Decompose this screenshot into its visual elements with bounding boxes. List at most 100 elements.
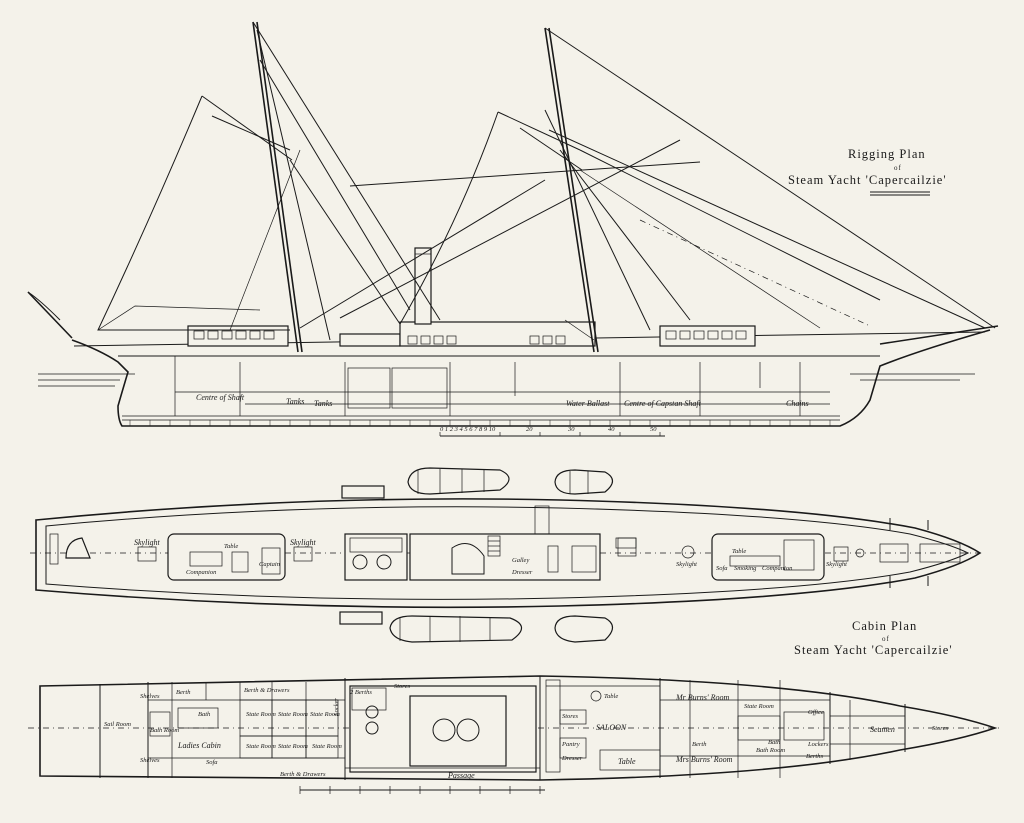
skylight-fwd-circle — [681, 545, 695, 559]
fore-mast — [544, 27, 595, 353]
funnel — [414, 247, 432, 325]
cabin-state-5: State Room — [278, 743, 308, 750]
rigging-scale: 0 1 2 3 4 5 6 7 8 9 10 20 30 40 50 — [439, 426, 665, 437]
rigging-title-3: Steam Yacht 'Capercailzie' — [788, 173, 947, 187]
deck-table-1: Table — [224, 543, 238, 550]
rigging-title-2: of — [894, 164, 902, 172]
rig-scale-20: 20 — [526, 426, 533, 433]
boat-bottom-2 — [554, 615, 614, 643]
cabin-state-4: State Room — [246, 743, 276, 750]
cabin-pantry: Pantry — [561, 741, 580, 748]
boat-top-1 — [407, 467, 510, 495]
fwd-deckhouse — [659, 325, 756, 347]
bridge-deck — [409, 533, 601, 581]
cabin-berth-a: Berth — [176, 689, 190, 696]
label-chains: Chains — [786, 399, 809, 408]
boat-top-2 — [554, 469, 614, 495]
rig-scale-0: 0 1 2 3 4 5 6 7 8 9 10 — [440, 426, 496, 433]
cabin-shelves-top: Shelves — [140, 693, 160, 700]
cabin-2-berths: 2 Berths — [350, 689, 372, 696]
cabin-title-2: of — [882, 635, 890, 643]
mid-deckhouse — [339, 333, 401, 347]
deck-sofa: Sofa — [716, 565, 728, 572]
aft-companion-house — [167, 533, 286, 581]
cabin-bath-a: Bath — [198, 711, 210, 718]
deck-captain: Captain — [259, 561, 280, 568]
cabin-ladies: Ladies Cabin — [177, 741, 221, 750]
cabin-stores-3: Stores — [932, 725, 948, 732]
bowsprit — [879, 325, 999, 345]
deck-table-2: Table — [732, 548, 746, 555]
cabin-office: Office — [808, 709, 824, 716]
deck-skylight-1: Skylight — [134, 538, 161, 547]
main-sail — [97, 95, 290, 331]
cabin-bath-room-a: Bath Room — [150, 727, 179, 734]
deck-companion-1: Companion — [186, 569, 216, 576]
hull-profile — [71, 329, 991, 427]
keel-hatching — [129, 420, 831, 426]
headstay-outer — [544, 27, 996, 329]
rigging-title-1: Rigging Plan — [848, 147, 926, 161]
rig-scale-40: 40 — [608, 426, 615, 433]
main-mast — [252, 21, 299, 353]
rigging-plan: Centre of Shaft Tanks Tanks Water Ballas… — [27, 21, 999, 437]
cabin-berth-drawers-2: Berth & Drawers — [280, 771, 326, 778]
cabin-title-1: Cabin Plan — [852, 619, 917, 633]
deck-plan: Skylight Table Companion Captain Skyligh… — [30, 467, 985, 657]
cabin-shelves-bottom: Shelves — [140, 757, 160, 764]
cabin-mrs-burns: Mrs Burns' Room — [675, 755, 733, 764]
cabin-sail-room: Sail Room — [104, 721, 131, 728]
stern-davit — [27, 291, 73, 339]
label-tanks-1: Tanks — [286, 397, 304, 406]
cabin-locker: Locker — [333, 697, 340, 717]
cabin-plan: Sail Room Shelves Shelves Berth Bath Roo… — [28, 675, 1000, 794]
cabin-table-1: Table — [604, 693, 618, 700]
label-centre-of-shaft: Centre of Shaft — [196, 393, 245, 402]
cabin-saloon: SALOON — [596, 723, 627, 732]
deck-skylight-3: Skylight — [676, 561, 697, 568]
cabin-state-6: State Room — [312, 743, 342, 750]
rig-scale-30: 30 — [567, 426, 575, 433]
boat-bottom-1 — [389, 615, 523, 643]
cabin-scale — [299, 786, 545, 794]
cabin-state-1: State Room — [246, 711, 276, 718]
cabin-passage: Passage — [447, 771, 475, 780]
deck-box-top — [341, 485, 385, 499]
label-tanks-2: Tanks — [314, 399, 332, 408]
cabin-berth-drawers-1: Berth & Drawers — [244, 687, 290, 694]
cabin-berth-b: Berth — [692, 741, 706, 748]
cabin-berths-b: Berths — [806, 753, 823, 760]
cabin-hull — [39, 675, 998, 781]
deck-dresser: Dresser — [511, 569, 533, 576]
bridge-house — [399, 321, 596, 347]
fore-sail — [399, 111, 499, 325]
cabin-state-3: State Room — [310, 711, 340, 718]
cabin-state-7: State Room — [744, 703, 774, 710]
deck-box-bottom — [339, 611, 383, 625]
cabin-mr-burns: Mr Burns' Room — [675, 693, 729, 702]
cabin-state-2: State Room — [278, 711, 308, 718]
cabin-stores-1: Stores — [394, 683, 410, 690]
deck-skylight-2: Skylight — [290, 538, 317, 547]
cabin-table-2: Table — [618, 757, 636, 766]
cabin-seamen: Seamen — [870, 725, 895, 734]
cabin-stores-2: Stores — [562, 713, 578, 720]
deck-skylight-4: Skylight — [826, 561, 847, 568]
deck-galley: Galley — [512, 557, 529, 564]
label-water-ballast: Water Ballast — [566, 399, 610, 408]
deck-companion-2: Companion — [762, 565, 792, 572]
skylight-mid — [293, 546, 313, 562]
cabin-bath-b: Bath — [768, 739, 780, 746]
rig-scale-50: 50 — [650, 426, 657, 433]
cabin-bath-room-b: Bath Room — [756, 747, 785, 754]
fwd-smoking-house — [711, 533, 825, 581]
cabin-sofa-a: Sofa — [206, 759, 218, 766]
aft-deckhouse — [187, 325, 289, 347]
cabin-title-3: Steam Yacht 'Capercailzie' — [794, 643, 953, 657]
deck-smoking: Smoking — [734, 565, 757, 572]
cabin-lockers: Lockers — [807, 741, 829, 748]
label-centre-capstan: Centre of Capstan Shaft — [624, 399, 702, 408]
skylight-aft — [137, 546, 157, 562]
